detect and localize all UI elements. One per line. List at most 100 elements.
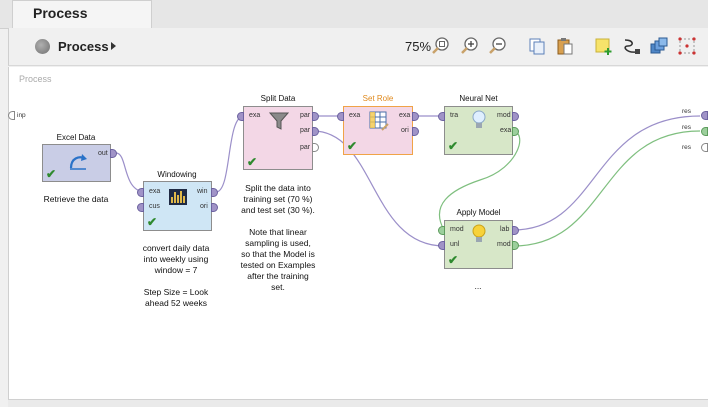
port-in[interactable] xyxy=(438,241,445,250)
tab-process[interactable]: Process xyxy=(12,0,152,28)
status-check-icon: ✔ xyxy=(247,155,258,169)
port-label: mod xyxy=(497,241,511,248)
add-note-icon[interactable] xyxy=(594,36,614,56)
operator-excel-data[interactable]: ✔ out xyxy=(42,144,111,182)
canvas-result-port[interactable] xyxy=(701,111,708,120)
operator-name: Apply Model xyxy=(456,208,501,217)
port-label: exa xyxy=(399,112,411,119)
port-in[interactable] xyxy=(438,226,445,235)
operator-name: Neural Net xyxy=(459,94,498,103)
tab-bar: Process xyxy=(0,0,708,29)
status-check-icon: ✔ xyxy=(448,139,459,153)
lightbulb-icon xyxy=(472,224,486,242)
port-out[interactable] xyxy=(211,203,218,212)
port-label: par xyxy=(300,127,311,134)
port-label: exa xyxy=(349,112,361,119)
annotation-excel: Retrieve the data xyxy=(43,194,109,204)
port-in[interactable] xyxy=(337,112,344,121)
status-check-icon: ✔ xyxy=(347,139,358,153)
port-out[interactable] xyxy=(312,143,319,152)
grid-icon[interactable] xyxy=(677,36,697,56)
annotation-apply: ... xyxy=(474,281,482,291)
operator-set-role[interactable]: exa exa ori ✔ xyxy=(343,106,413,155)
port-out[interactable] xyxy=(312,112,319,121)
copy-icon[interactable] xyxy=(527,36,547,56)
port-out[interactable] xyxy=(110,149,117,158)
canvas-result-port-label: res xyxy=(682,144,692,151)
canvas-input-port[interactable] xyxy=(8,111,15,120)
operator-name: Excel Data xyxy=(56,133,96,142)
port-out[interactable] xyxy=(512,112,519,121)
canvas-result-port[interactable] xyxy=(701,127,708,136)
status-check-icon: ✔ xyxy=(147,215,158,229)
operator-name: Set Role xyxy=(362,94,394,103)
zoom-out-icon[interactable] xyxy=(488,36,508,56)
annotation-split: Split the data into training set (70 %) … xyxy=(240,183,316,292)
annotation-windowing: convert daily data into weekly using win… xyxy=(142,243,210,308)
process-icon xyxy=(35,39,50,54)
port-label: exa xyxy=(249,112,261,119)
port-out[interactable] xyxy=(512,226,519,235)
windowing-icon xyxy=(169,189,187,205)
port-in[interactable] xyxy=(438,112,445,121)
canvas-title: Process xyxy=(19,74,52,84)
port-label: ori xyxy=(401,127,409,134)
operator-windowing[interactable]: exa cus win ori ✔ xyxy=(143,181,212,231)
port-in[interactable] xyxy=(137,188,144,197)
status-check-icon: ✔ xyxy=(46,167,57,181)
port-out[interactable] xyxy=(512,241,519,250)
wire-split-apply xyxy=(312,130,445,247)
zoom-level: 75% xyxy=(405,39,432,54)
port-label: par xyxy=(300,112,311,119)
port-label: par xyxy=(300,144,311,151)
operator-neural-net[interactable]: tra mod exa ✔ xyxy=(444,106,513,155)
port-label: mod xyxy=(450,226,464,233)
tab-process-label: Process xyxy=(33,5,88,21)
table-role-icon xyxy=(369,111,389,131)
process-toolbar: Process 75% xyxy=(8,28,708,66)
port-label: win xyxy=(197,188,208,195)
port-label: out xyxy=(98,150,108,157)
operator-apply-model[interactable]: mod unl lab mod ✔ xyxy=(444,220,513,269)
paste-icon[interactable] xyxy=(555,36,575,56)
wire-apply-res2 xyxy=(512,130,701,247)
split-filter-icon xyxy=(268,112,290,130)
breadcrumb[interactable]: Process xyxy=(58,39,109,54)
arrange-icon[interactable] xyxy=(649,36,669,56)
operator-name: Windowing xyxy=(157,170,197,179)
wire-windowing-split xyxy=(215,115,245,193)
auto-wire-icon[interactable] xyxy=(622,36,642,56)
status-check-icon: ✔ xyxy=(448,253,459,267)
port-label: exa xyxy=(500,127,512,134)
port-label: cus xyxy=(149,203,160,210)
port-out[interactable] xyxy=(412,127,419,136)
retrieve-icon xyxy=(69,154,87,170)
port-out[interactable] xyxy=(312,127,319,136)
port-label: ori xyxy=(200,203,208,210)
zoom-fit-icon[interactable] xyxy=(431,36,451,56)
canvas-result-port-label: res xyxy=(682,124,692,131)
breadcrumb-arrow-icon[interactable] xyxy=(111,42,116,50)
port-label: exa xyxy=(149,188,161,195)
operator-split-data[interactable]: exa par par par ✔ xyxy=(243,106,313,170)
port-label: lab xyxy=(500,226,510,233)
zoom-in-icon[interactable] xyxy=(460,36,480,56)
lightbulb-icon xyxy=(472,110,486,128)
canvas-result-port-label: res xyxy=(682,108,692,115)
canvas-bottom-edge xyxy=(8,399,708,407)
wire-excel-windowing xyxy=(115,152,147,193)
canvas-result-port[interactable] xyxy=(701,143,708,152)
port-label: tra xyxy=(450,112,459,119)
wire-apply-res1 xyxy=(512,115,701,231)
wire-nn-apply-model xyxy=(438,130,521,231)
port-out[interactable] xyxy=(412,112,419,121)
port-label: mod xyxy=(497,112,511,119)
port-out[interactable] xyxy=(512,127,519,136)
port-out[interactable] xyxy=(211,188,218,197)
port-label: unl xyxy=(450,241,460,248)
operator-name: Split Data xyxy=(260,94,296,103)
port-in[interactable] xyxy=(237,112,244,121)
port-in[interactable] xyxy=(137,203,144,212)
canvas-input-port-label: inp xyxy=(17,112,26,119)
